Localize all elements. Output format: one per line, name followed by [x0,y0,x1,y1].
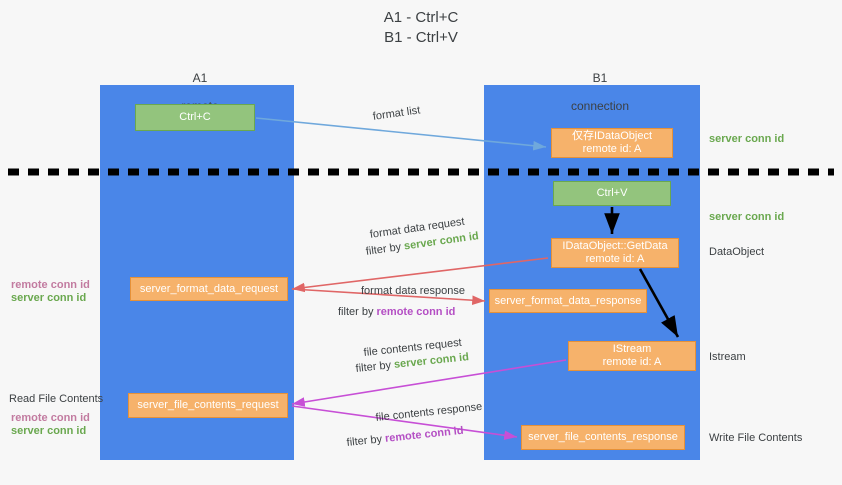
right-label-server-conn-id-top: server conn id [709,133,785,145]
filter-prefix: filter by [338,306,377,318]
box-server-format-data-response-label: server_format_data_response [494,294,642,307]
filter-prefix: filter by [365,240,405,258]
lane-b1-title: B1 [592,71,608,85]
box-istream[interactable]: IStream remote id: A [568,341,696,371]
left-label-server-conn-id-2: server conn id [11,425,87,437]
left-label-read-file-contents: Read File Contents [9,393,104,405]
left-label-remote-conn-id-2: remote conn id [11,412,90,424]
box-ctrl-c-line1: Ctrl+C [179,111,211,123]
box-idataobject-line2: remote id: A [582,143,642,155]
box-getdata-line2: remote id: A [585,253,645,265]
right-label-istream: Istream [709,351,746,363]
box-server-file-contents-request-label: server_file_contents_request [137,399,279,411]
box-idataobject-line1: 仅存IDataObject [571,130,653,142]
left-label-server-conn-id-1: server conn id [11,292,87,304]
box-server-format-data-request-label: server_format_data_request [139,282,279,295]
label-format-data-response-filter: filter by remote conn id [338,305,455,319]
box-server-file-contents-request[interactable]: server_file_contents_request [128,393,288,418]
lane-a1-title: A1 [192,71,208,85]
page-title: A1 - Ctrl+C B1 - Ctrl+V [383,9,459,46]
right-label-dataobject: DataObject [709,246,765,258]
label-file-contents-response-filter: filter by remote conn id [346,424,464,450]
box-istream-line1: IStream [612,343,652,355]
box-istream-line2: remote id: A [602,356,662,368]
box-server-file-contents-response[interactable]: server_file_contents_response [521,425,685,450]
right-label-write-file-contents: Write File Contents [709,432,803,444]
label-format-list: format list [372,104,422,123]
lane-b1-header: B1 connection [535,57,665,127]
label-format-data-response: format data response [361,285,465,297]
right-label-server-conn-id-mid: server conn id [709,211,785,223]
lane-b1-subtitle: connection [570,99,630,113]
box-idataobject[interactable]: 仅存IDataObject remote id: A [551,128,673,158]
filter-value-remote-conn-id: remote conn id [384,424,465,445]
box-server-format-data-response[interactable]: server_format_data_response [489,289,647,313]
box-ctrl-c[interactable]: Ctrl+C [135,104,255,131]
box-ctrl-v-line1: Ctrl+V [596,187,628,199]
label-file-contents-response: file contents response [375,400,483,424]
box-getdata[interactable]: IDataObject::GetData remote id: A [551,238,679,268]
filter-prefix: filter by [346,432,386,449]
filter-value-remote-conn-id: remote conn id [376,306,456,318]
box-server-file-contents-response-label: server_file_contents_response [528,431,678,443]
left-label-remote-conn-id-1: remote conn id [11,279,90,291]
box-server-format-data-request[interactable]: server_format_data_request [130,277,288,301]
box-ctrl-v[interactable]: Ctrl+V [553,181,671,206]
filter-prefix: filter by [355,358,395,375]
box-getdata-line1: IDataObject::GetData [562,240,668,252]
